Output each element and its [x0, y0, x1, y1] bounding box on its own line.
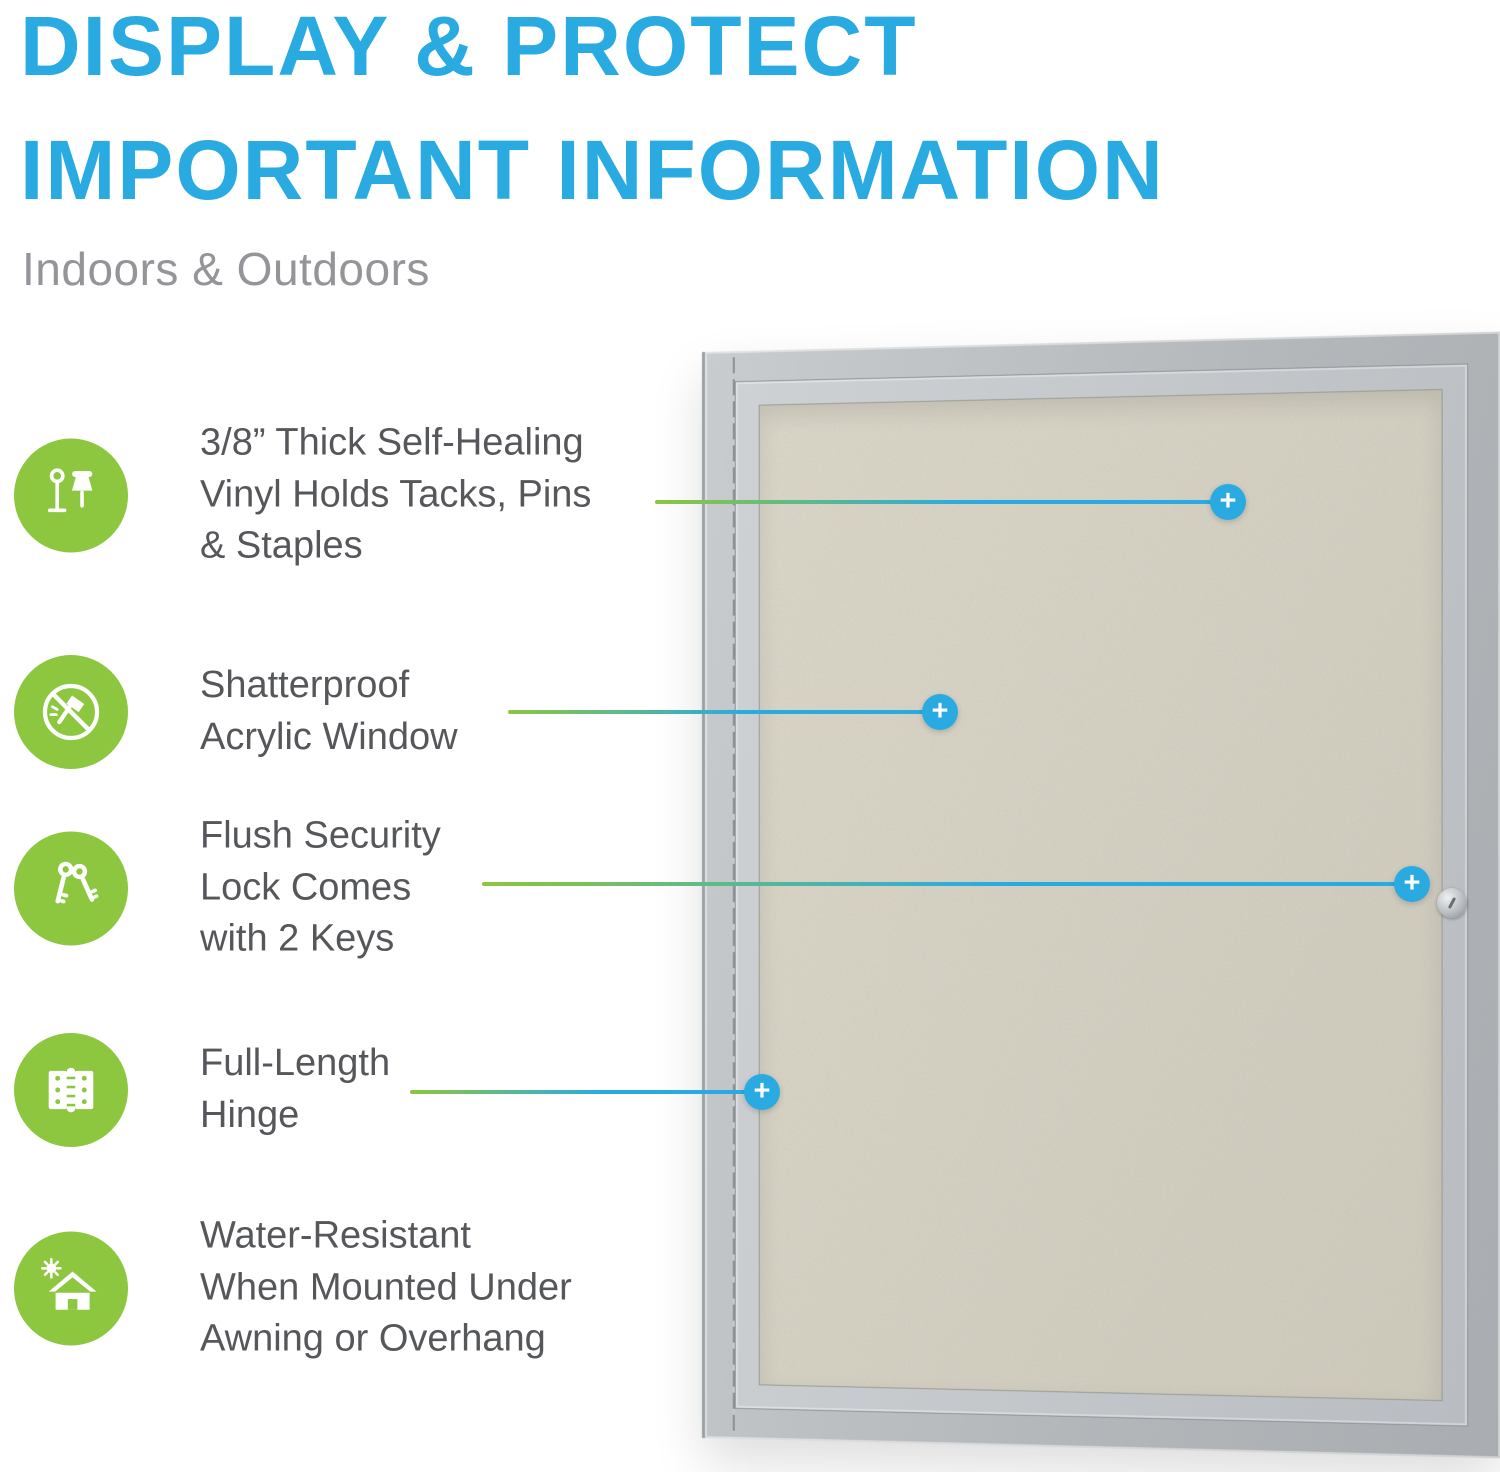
- feature-vinyl-text-line: 3/8” Thick Self-Healing: [200, 421, 584, 464]
- feature-water-resistant-badge: [14, 1230, 128, 1345]
- feature-water-resistant-text: Water-Resistant When Mounted Under Awnin…: [200, 1210, 572, 1365]
- security-lock: [1437, 888, 1467, 918]
- full-length-hinge-seam: [732, 357, 735, 1433]
- feature-window-text-line: Shatterproof: [200, 664, 410, 707]
- house-weather-icon: [41, 1257, 97, 1310]
- feature-vinyl-text-line: & Staples: [200, 524, 363, 567]
- feature-water-resistant-text-line: When Mounted Under: [200, 1266, 572, 1309]
- shatterproof-hammer-icon: [42, 683, 100, 741]
- feature-lock: Flush Security Lock Comes with 2 Keys: [14, 810, 441, 965]
- page-title-line-2: IMPORTANT INFORMATION: [20, 123, 1165, 217]
- callout-marker-window: +: [922, 694, 958, 730]
- feature-lock-badge: [14, 830, 128, 945]
- callout-marker-hinge: +: [744, 1074, 780, 1110]
- hinge-icon: [48, 1067, 94, 1113]
- feature-water-resistant: Water-Resistant When Mounted Under Awnin…: [14, 1210, 572, 1365]
- pushpin-tack-icon: [47, 467, 93, 512]
- vinyl-texture: [759, 389, 1442, 1401]
- feature-water-resistant-text-line: Awning or Overhang: [200, 1317, 546, 1360]
- bulletin-board-image: [702, 331, 1500, 1459]
- callout-line-vinyl: [655, 500, 1228, 504]
- feature-vinyl-text: 3/8” Thick Self-Healing Vinyl Holds Tack…: [200, 417, 591, 572]
- plus-icon: +: [1403, 866, 1421, 899]
- keys-icon: [55, 861, 99, 903]
- feature-hinge: Full-Length Hinge: [14, 1033, 390, 1147]
- plus-icon: +: [1219, 484, 1237, 517]
- page-title: DISPLAY & PROTECT IMPORTANT INFORMATION: [20, 0, 1165, 232]
- board-vinyl-surface: [758, 388, 1443, 1402]
- callout-marker-vinyl: +: [1210, 484, 1246, 520]
- feature-vinyl-badge: [14, 437, 128, 552]
- feature-lock-text-line: Lock Comes: [200, 866, 412, 909]
- feature-hinge-text-line: Full-Length: [200, 1042, 391, 1085]
- callout-line-window: [508, 710, 940, 714]
- feature-lock-text-line: with 2 Keys: [200, 917, 395, 960]
- feature-water-resistant-text-line: Water-Resistant: [200, 1214, 471, 1257]
- feature-hinge-text-line: Hinge: [200, 1094, 300, 1136]
- callout-line-lock: [482, 882, 1412, 886]
- feature-window-text: Shatterproof Acrylic Window: [200, 660, 458, 763]
- page-title-line-1: DISPLAY & PROTECT: [20, 0, 918, 93]
- page-subtitle: Indoors & Outdoors: [22, 243, 430, 295]
- feature-vinyl-text-line: Vinyl Holds Tacks, Pins: [200, 473, 592, 516]
- feature-window: Shatterproof Acrylic Window: [14, 655, 458, 769]
- feature-hinge-text: Full-Length Hinge: [200, 1038, 390, 1141]
- plus-icon: +: [753, 1074, 771, 1107]
- feature-hinge-badge: [14, 1033, 128, 1147]
- plus-icon: +: [931, 694, 949, 727]
- callout-marker-lock: +: [1394, 866, 1430, 902]
- feature-window-badge: [14, 655, 128, 769]
- feature-lock-text: Flush Security Lock Comes with 2 Keys: [200, 810, 441, 965]
- feature-lock-text-line: Flush Security: [200, 814, 441, 857]
- feature-window-text-line: Acrylic Window: [200, 716, 458, 758]
- callout-line-hinge: [410, 1090, 762, 1094]
- feature-vinyl: 3/8” Thick Self-Healing Vinyl Holds Tack…: [14, 417, 591, 572]
